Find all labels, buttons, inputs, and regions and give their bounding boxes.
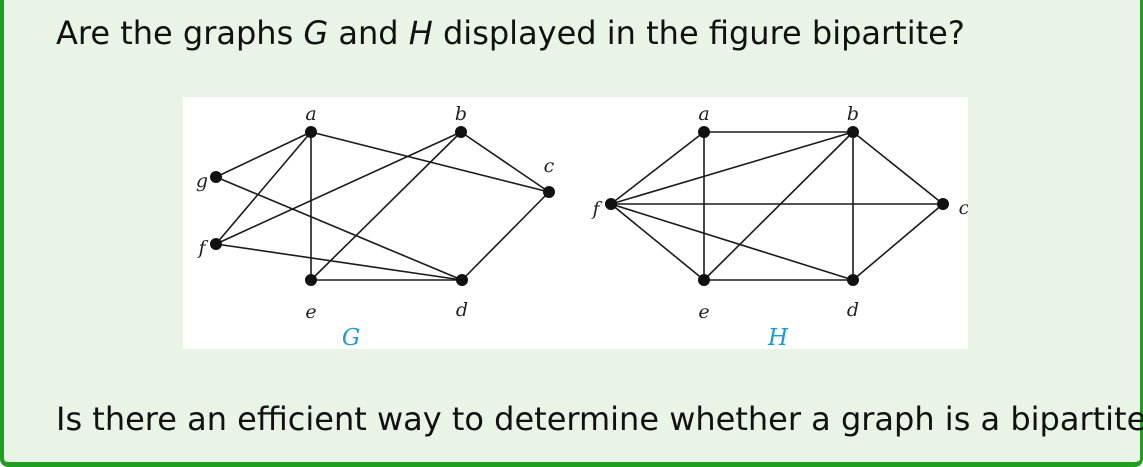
graph-caption-g: G	[342, 325, 360, 349]
vertex-label-h-b: b	[847, 103, 859, 125]
edge-h-ef	[610, 203, 705, 281]
question-top-and: and	[328, 14, 409, 52]
edge-g-dg	[215, 176, 463, 281]
edge-g-df	[215, 243, 463, 281]
graphs-figure: a b c d e f gGa b c d e fH	[183, 97, 968, 349]
vertex-label-g-a: a	[305, 103, 316, 125]
vertex-label-g-g: g	[196, 170, 208, 192]
vertex-label-h-a: a	[698, 103, 709, 125]
vertex-h-e	[698, 274, 710, 286]
vertex-label-g-c: c	[544, 155, 555, 177]
question-top-prefix: Are the graphs	[56, 14, 304, 52]
vertex-label-g-f: f	[196, 237, 208, 259]
vertex-g-a	[305, 126, 317, 138]
edge-h-af	[610, 131, 705, 205]
vertex-label-h-e: e	[698, 301, 709, 323]
edge-g-ag	[215, 131, 312, 178]
edge-g-be	[310, 131, 462, 281]
vertex-label-h-f: f	[590, 198, 602, 220]
graph-g: a b c d e f gG	[196, 103, 555, 349]
edge-g-bc	[460, 131, 550, 193]
vertex-g-e	[305, 274, 317, 286]
graph-caption-h: H	[767, 325, 789, 349]
vertex-label-h-d: d	[847, 299, 859, 321]
vertex-h-d	[847, 274, 859, 286]
vertex-label-g-e: e	[305, 301, 316, 323]
vertex-h-b	[847, 126, 859, 138]
graphs-svg: a b c d e f gGa b c d e fH	[196, 103, 968, 349]
vertex-g-b	[455, 126, 467, 138]
edge-g-bf	[215, 131, 462, 245]
edge-h-bc	[852, 131, 944, 205]
edge-h-bf	[610, 131, 854, 205]
vertex-g-f	[210, 238, 222, 250]
edge-h-cd	[852, 203, 944, 281]
edge-h-be	[703, 131, 854, 281]
vertex-label-h-c: c	[959, 197, 968, 219]
vertex-h-a	[698, 126, 710, 138]
vertex-label-g-b: b	[455, 103, 467, 125]
edge-h-df	[610, 203, 854, 281]
question-graph-g: G	[303, 14, 329, 52]
vertex-h-c	[937, 198, 949, 210]
vertex-h-f	[605, 198, 617, 210]
edge-g-af	[215, 131, 312, 245]
vertex-g-d	[456, 274, 468, 286]
graph-h: a b c d e fH	[590, 103, 968, 349]
vertex-label-g-d: d	[456, 299, 468, 321]
vertex-g-g	[210, 171, 222, 183]
question-bottom: Is there an efficient way to determine w…	[56, 400, 1143, 438]
question-graph-h: H	[408, 14, 433, 52]
question-top-suffix: displayed in the figure bipartite?	[432, 14, 965, 52]
question-top: Are the graphs G and H displayed in the …	[56, 14, 965, 52]
edge-g-cd	[461, 191, 550, 281]
vertex-g-c	[543, 186, 555, 198]
